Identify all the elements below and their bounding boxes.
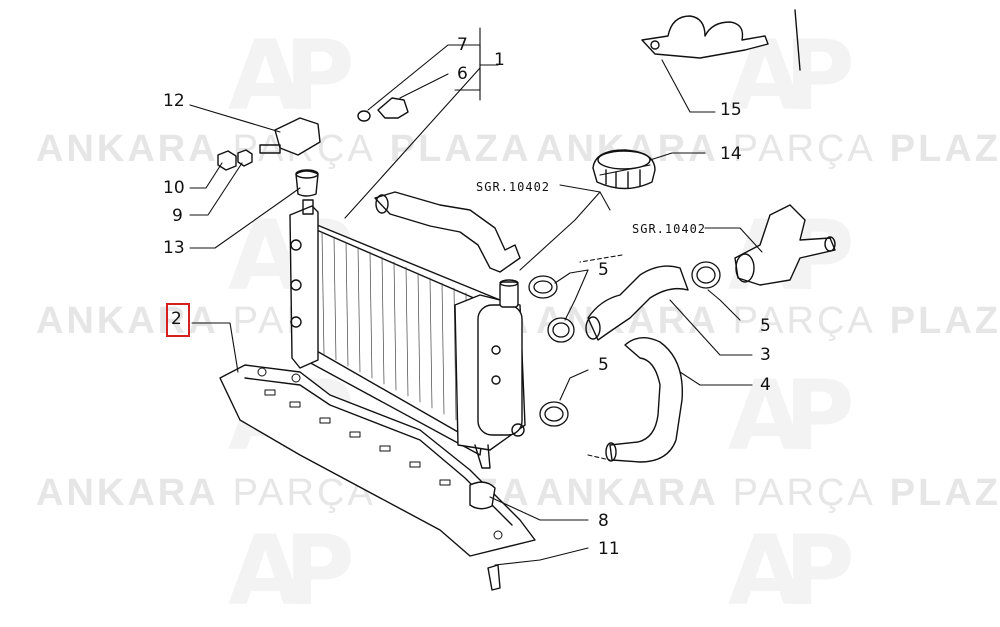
callout-10[interactable]: 10: [163, 178, 185, 198]
upper-hose: [585, 265, 689, 341]
callout-13[interactable]: 13: [163, 238, 185, 258]
callout-5[interactable]: 5: [760, 316, 771, 336]
callout-5[interactable]: 5: [598, 355, 609, 375]
radiator: [289, 199, 526, 469]
callout-2[interactable]: 2: [171, 309, 182, 329]
callout-5[interactable]: 5: [598, 260, 609, 280]
upper-water-pipe: [374, 191, 521, 273]
lower-hose: [605, 337, 684, 463]
thermostat-housing: [734, 204, 836, 286]
callout-11[interactable]: 11: [598, 539, 620, 559]
selected-part-highlight: [166, 303, 190, 337]
leader-lines: [189, 27, 763, 566]
callout-9[interactable]: 9: [172, 206, 183, 226]
hose-bracket: [641, 9, 801, 71]
lower-crossmember: [219, 364, 536, 557]
callout-6[interactable]: 6: [457, 64, 468, 84]
callout-15[interactable]: 15: [720, 100, 742, 120]
callout-3[interactable]: 3: [760, 345, 771, 365]
small-fittings: [217, 97, 501, 591]
reference-label: SGR.10402: [632, 222, 707, 236]
callout-8[interactable]: 8: [598, 511, 609, 531]
callout-14[interactable]: 14: [720, 144, 742, 164]
reference-label: SGR.10402: [476, 180, 551, 194]
hose-clamps: [528, 261, 721, 427]
callout-4[interactable]: 4: [760, 375, 771, 395]
radiator-cap: [592, 149, 656, 190]
watermark-logo: AP: [228, 20, 355, 132]
watermark-logo: AP: [728, 360, 855, 472]
callout-1[interactable]: 1: [494, 50, 505, 70]
parts-diagram: AP AP AP AP AP AP AP AP ANKARAPARÇAPLAZA…: [36, 9, 1000, 627]
exploded-view-drawing: [189, 9, 836, 591]
callout-7[interactable]: 7: [457, 35, 468, 55]
callout-12[interactable]: 12: [163, 91, 185, 111]
